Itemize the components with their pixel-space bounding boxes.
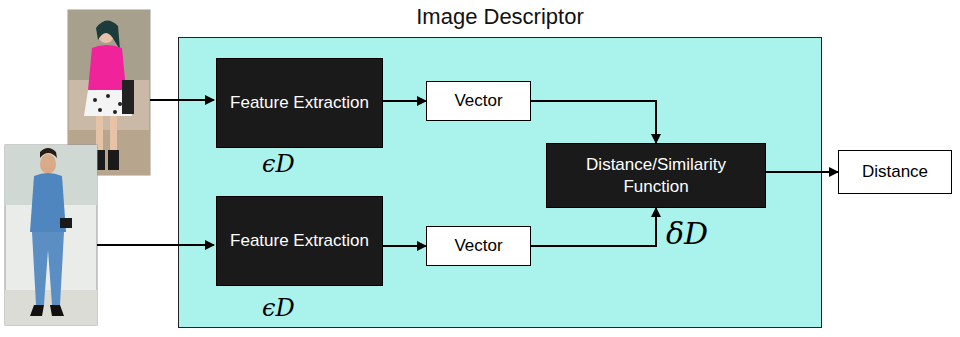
box-label: Vector [448, 235, 508, 256]
input-arrow [150, 99, 214, 101]
box-label: Distance/Similarity Function [547, 154, 765, 197]
photo-bottom [5, 145, 97, 325]
symbol-label: ϵD [262, 294, 295, 322]
output-box: Distance [838, 150, 952, 194]
input-arrow [97, 244, 214, 246]
symbol-label: ϵD [262, 150, 295, 178]
box-label: Feature Extraction [224, 230, 375, 251]
process-box: Feature Extraction [216, 196, 383, 286]
symbol-label: δD [666, 216, 708, 251]
box-label: Distance [856, 161, 934, 182]
flow-arrow [383, 100, 426, 102]
flow-arrow [383, 245, 426, 247]
descriptor-region: Image DescriptorFeature ExtractionVector… [178, 37, 822, 328]
data-box: Vector [426, 81, 531, 121]
box-label: Feature Extraction [224, 92, 375, 113]
flow-arrow [766, 171, 838, 173]
box-label: Vector [448, 90, 508, 111]
region-title: Image Descriptor [179, 4, 821, 30]
process-box: Feature Extraction [216, 58, 383, 148]
process-box: Distance/Similarity Function [546, 143, 766, 208]
data-box: Vector [426, 226, 531, 266]
